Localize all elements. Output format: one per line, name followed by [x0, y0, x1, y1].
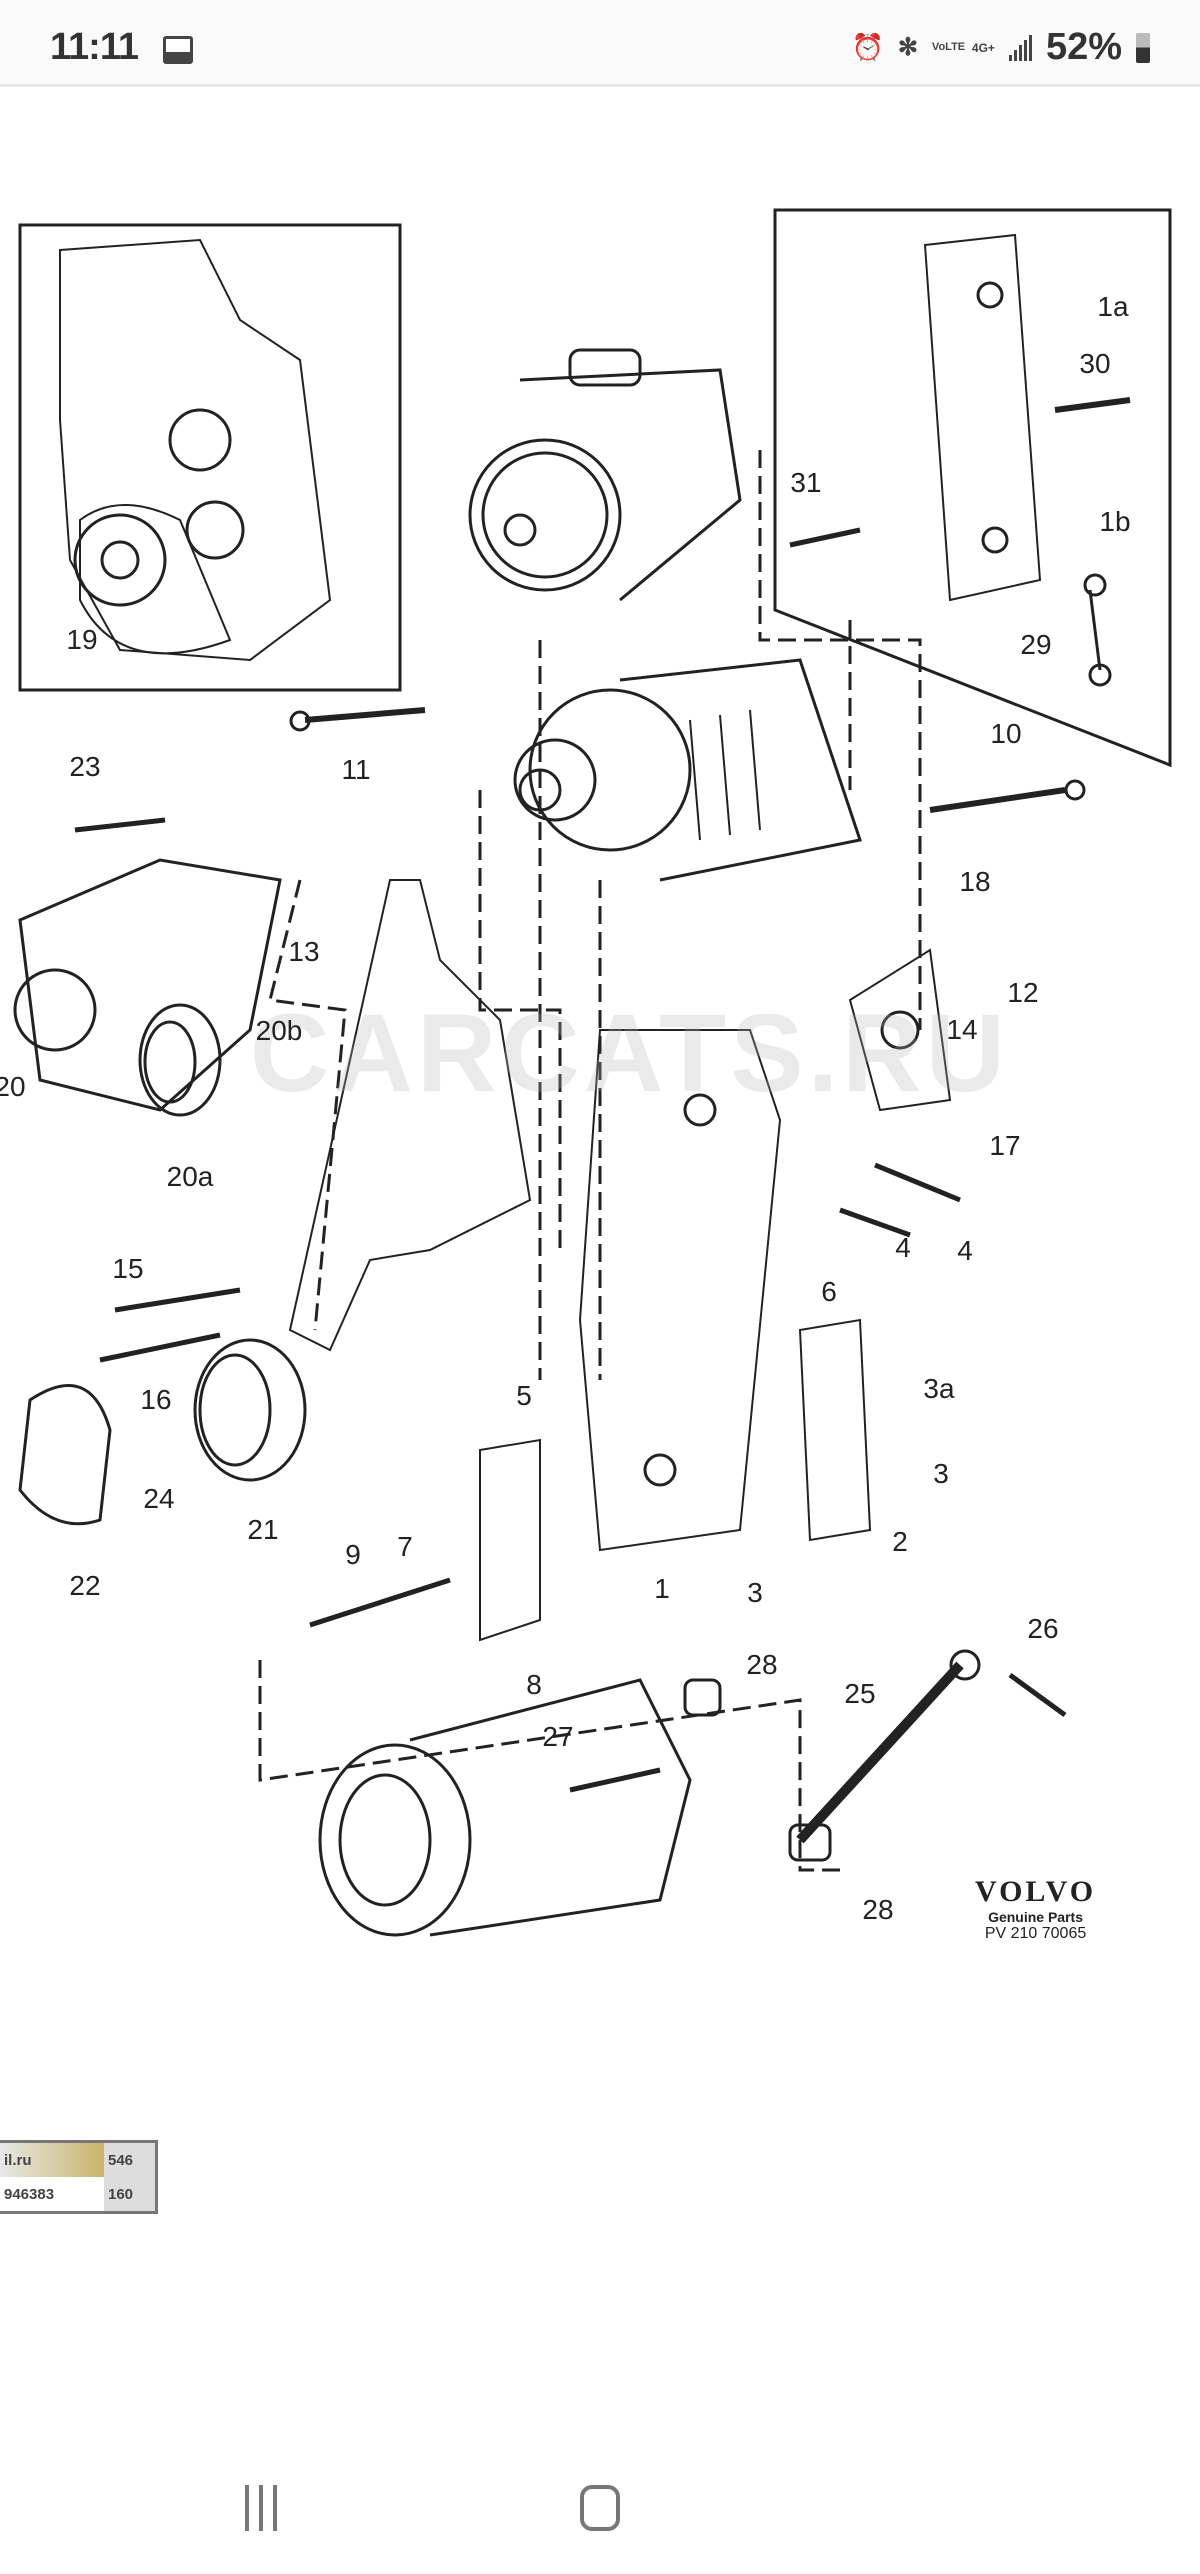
bluetooth-icon: ✻ [897, 34, 918, 61]
engine-inset-box [18, 223, 402, 692]
drawing-code: PV 210 70065 [984, 1925, 1087, 1942]
battery-icon [1136, 32, 1150, 63]
part-label: 30 [1079, 348, 1111, 379]
clock: 11:11 [50, 26, 139, 68]
part-label: 5 [516, 1380, 532, 1411]
part-label: 8 [526, 1669, 542, 1700]
badge-n1: 546 [108, 2151, 134, 2169]
dashed-assembly-lines [258, 450, 922, 1872]
watermark: CARCATS.RU [250, 992, 1010, 1115]
recents-button[interactable] [245, 2485, 277, 2531]
link-rod-25 [788, 1649, 981, 1862]
part-label: 13 [288, 936, 320, 967]
part-label: 4 [957, 1235, 973, 1266]
part-label: 28 [746, 1649, 778, 1680]
part-label: 23 [69, 751, 101, 782]
mounting-plate-13 [288, 879, 532, 1352]
4g-icon: 4G+ [971, 40, 995, 55]
battery-percent: 52% [1045, 26, 1122, 68]
tensioner-pulley-20a [138, 1003, 222, 1117]
power-steering-pump [468, 348, 742, 602]
part-label: 3 [933, 1458, 949, 1489]
status-bar: 11:11 ⏰ ✻ VoLTE 4G+ 52% [0, 0, 1200, 87]
part-label: 29 [1020, 629, 1052, 660]
part-label: 3 [747, 1577, 763, 1608]
part-label: 25 [844, 1678, 876, 1709]
part-label: 11 [341, 754, 371, 785]
part-label: 9 [345, 1539, 361, 1570]
part-label: 2 [892, 1526, 908, 1557]
part-label: 1a [1097, 291, 1129, 322]
bolts [74, 707, 1086, 1793]
part-label: 19 [66, 624, 98, 655]
brand: VOLVO [975, 1875, 1097, 1908]
bracket-inset-box [773, 208, 1172, 768]
part-label: 12 [1007, 977, 1039, 1008]
part-label: 4 [895, 1232, 911, 1263]
part-label: 22 [69, 1570, 101, 1601]
part-label: 17 [989, 1130, 1021, 1161]
part-label: 20b [255, 1015, 303, 1046]
gallery-icon [163, 36, 193, 64]
part-label: 31 [790, 467, 822, 498]
part-label: 27 [542, 1721, 574, 1752]
brackets-5-6 [479, 948, 952, 1642]
badge-id: 946383 [0, 2177, 104, 2211]
badge-site: il.ru [0, 2143, 104, 2177]
volte-icon: VoLTE [931, 41, 966, 53]
part-label: 15 [112, 1253, 144, 1284]
part-label: 1b [1099, 506, 1131, 537]
water-pump [13, 858, 282, 1112]
idler-pulleys [18, 1338, 307, 1526]
ac-compressor [318, 1678, 722, 1937]
main-bracket-1 [578, 1029, 782, 1552]
part-label: 18 [959, 866, 991, 897]
part-label: 20 [0, 1071, 26, 1102]
part-label: 3a [923, 1373, 955, 1404]
badge-n2: 160 [108, 2185, 134, 2203]
part-label: 10 [990, 718, 1022, 749]
alternator [513, 658, 862, 882]
part-label: 24 [143, 1483, 175, 1514]
part-label: 28 [862, 1894, 894, 1925]
part-label: 16 [140, 1384, 172, 1415]
navigation-bar [0, 2440, 1200, 2574]
part-label: 26 [1027, 1613, 1059, 1644]
part-label: 6 [821, 1276, 837, 1307]
brand-sub: Genuine Parts [988, 1909, 1083, 1925]
volvo-logo: VOLVO Genuine Parts PV 210 70065 [975, 1875, 1096, 1943]
part-label: 14 [946, 1014, 978, 1045]
home-button[interactable] [580, 2485, 620, 2531]
part-label: 20a [166, 1161, 214, 1192]
exploded-parts-diagram [13, 208, 1172, 1937]
alarm-icon: ⏰ [851, 32, 884, 62]
signal-icon [1008, 34, 1032, 61]
part-label: 21 [247, 1514, 279, 1545]
site-badge[interactable]: il.ru 546 946383 160 [0, 2140, 158, 2214]
part-label: 7 [397, 1531, 413, 1562]
part-label: 1 [654, 1573, 670, 1604]
